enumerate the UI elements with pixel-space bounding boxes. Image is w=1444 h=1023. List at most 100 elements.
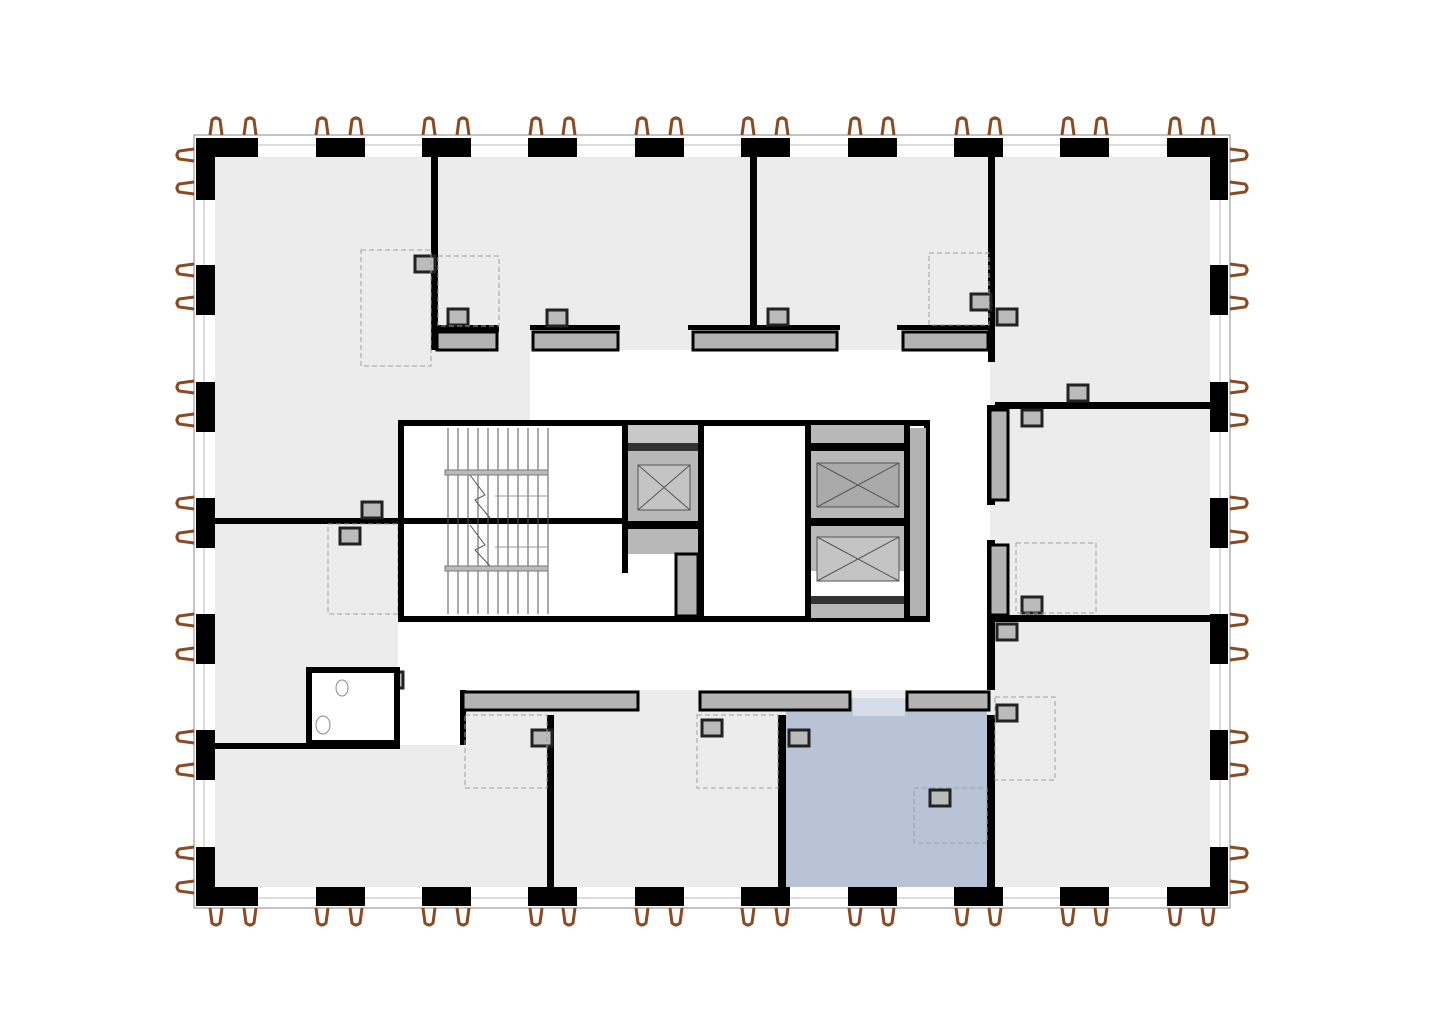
utility-shaft — [435, 330, 499, 352]
window-pier — [196, 138, 215, 200]
window-pier — [1060, 138, 1109, 157]
facade-hook-icon — [954, 116, 970, 136]
facade-hook-icon — [175, 879, 195, 895]
facade-hook-icon — [1093, 116, 1109, 136]
furniture-zone — [994, 696, 1056, 781]
partition-wall — [987, 715, 995, 887]
facade-hook-icon — [634, 116, 650, 136]
facade-hook-icon — [954, 907, 970, 927]
facade-hook-icon — [175, 529, 195, 545]
window-pier — [196, 730, 215, 780]
ac-unit-icon — [1020, 595, 1044, 615]
window-pier — [1060, 887, 1109, 906]
facade-hook-icon — [1200, 116, 1216, 136]
ac-unit-icon — [700, 718, 724, 738]
facade-hook-icon — [175, 646, 195, 662]
ac-unit-icon — [338, 526, 362, 546]
partition-wall — [431, 325, 499, 332]
window-pier — [635, 887, 684, 906]
window-pier — [1210, 847, 1228, 905]
ac-unit-icon — [995, 307, 1019, 327]
facade-hook-icon — [740, 907, 756, 927]
ac-unit-icon — [787, 728, 811, 748]
utility-shaft — [461, 690, 640, 712]
utility-shaft — [698, 690, 852, 712]
facade-hook-icon — [421, 116, 437, 136]
window-pier — [741, 138, 790, 157]
facade-hook-icon — [880, 116, 896, 136]
facade-hook-icon — [668, 907, 684, 927]
facade-hook-icon — [1229, 295, 1249, 311]
facade-hook-icon — [847, 907, 863, 927]
furniture-zone — [1015, 542, 1097, 614]
facade-hooks — [175, 116, 1249, 927]
facade-hook-icon — [1167, 116, 1183, 136]
window-pier — [1210, 730, 1228, 780]
utility-shaft — [691, 330, 839, 352]
facade-hook-icon — [1060, 907, 1076, 927]
partition-wall — [460, 690, 466, 745]
ac-unit-icon — [545, 308, 569, 328]
window-pier — [1210, 265, 1228, 315]
window-pier — [954, 887, 1003, 906]
walls — [196, 138, 1228, 906]
window-pier — [196, 614, 215, 664]
window-pier — [196, 498, 215, 548]
ac-unit-icon — [360, 500, 384, 520]
window-pier — [316, 138, 365, 157]
facade-hook-icon — [1229, 379, 1249, 395]
unit-entry — [853, 698, 905, 716]
facade-hook-icon — [1229, 729, 1249, 745]
partition-wall — [995, 615, 1210, 622]
furniture-zone — [696, 714, 779, 789]
ac-unit-icon — [1066, 383, 1090, 403]
facade-hook-icon — [175, 180, 195, 196]
window-pier — [954, 138, 1003, 157]
facade-hook-icon — [1229, 879, 1249, 895]
facade-hook-icon — [774, 907, 790, 927]
furniture-zone — [464, 714, 548, 789]
partition-wall — [530, 325, 620, 330]
staircase — [447, 428, 549, 614]
window-pier — [196, 847, 215, 905]
window-pier — [316, 887, 365, 906]
partition-wall — [778, 715, 786, 887]
facade-hook-icon — [175, 262, 195, 278]
furniture-zone — [928, 252, 990, 326]
facade-hook-icon — [175, 412, 195, 428]
facade-hook-icon — [175, 762, 195, 778]
facade-hook-icon — [175, 147, 195, 163]
window-pier — [1210, 382, 1228, 432]
facade-hook-icon — [1229, 262, 1249, 278]
facade-hook-icon — [208, 116, 224, 136]
partition-wall — [995, 402, 1210, 409]
facade-hook-icon — [455, 116, 471, 136]
facade-hook-icon — [987, 116, 1003, 136]
facade-hook-icon — [1229, 762, 1249, 778]
ac-unit-icon — [1020, 408, 1044, 428]
facade-hook-icon — [1229, 495, 1249, 511]
window-pier — [635, 138, 684, 157]
facade-hook-icon — [314, 116, 330, 136]
window-pier — [196, 265, 215, 315]
facade-hook-icon — [175, 295, 195, 311]
partition-wall — [988, 157, 995, 362]
window-pier — [422, 138, 471, 157]
unit-highlighted[interactable] — [786, 698, 987, 887]
window-pier — [1210, 498, 1228, 548]
facade-hook-icon — [880, 907, 896, 927]
utility-shaft — [901, 330, 990, 352]
window-pier — [1210, 614, 1228, 664]
ac-unit-icon — [995, 622, 1019, 642]
facade-hook-icon — [1093, 907, 1109, 927]
facade-hook-icon — [1229, 646, 1249, 662]
facade-hook-icon — [740, 116, 756, 136]
window-pier — [1210, 138, 1228, 200]
ac-unit-icon — [446, 307, 470, 327]
utility-shaft — [531, 330, 620, 352]
window-pier — [528, 887, 577, 906]
facade-hook-icon — [561, 907, 577, 927]
facade-hook-icon — [528, 116, 544, 136]
stair-handrail — [444, 565, 549, 572]
facade-hook-icon — [1060, 116, 1076, 136]
